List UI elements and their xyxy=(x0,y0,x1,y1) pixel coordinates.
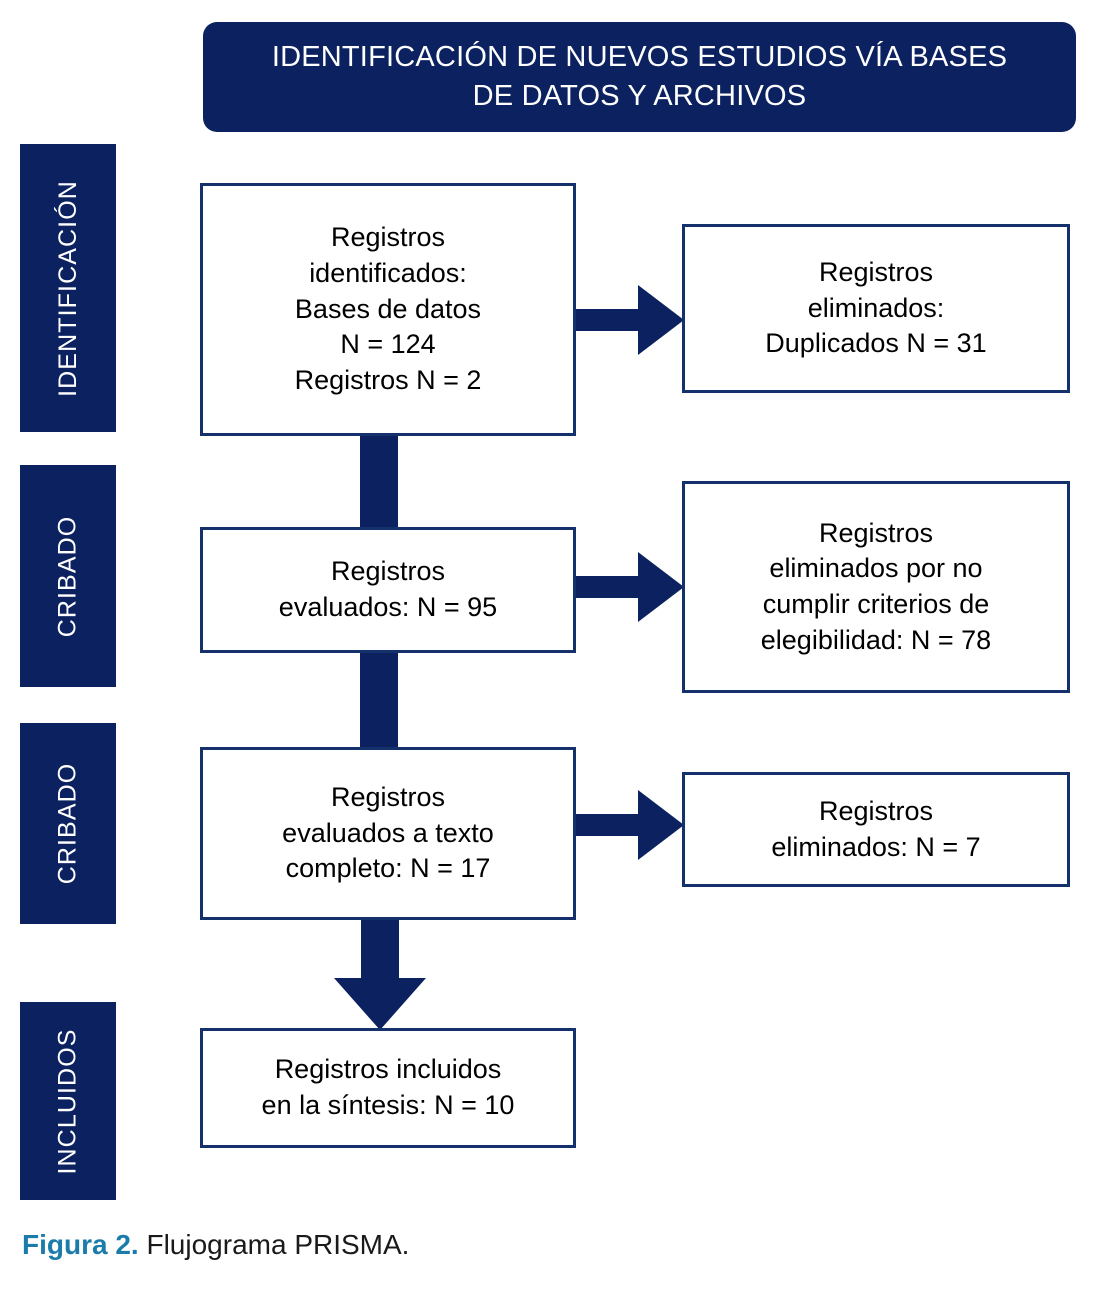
figure-caption-body: Flujograma PRISMA. xyxy=(138,1229,410,1260)
figure-caption-prefix: Figura 2. xyxy=(22,1229,139,1260)
figure-header-title: IDENTIFICACIÓN DE NUEVOS ESTUDIOS VÍA BA… xyxy=(271,41,1008,112)
box-records-screened: Registros evaluados: N = 95 xyxy=(200,527,576,653)
box-records-identified: Registros identificados: Bases de datos … xyxy=(200,183,576,436)
box-fulltext-excluded: Registros eliminados: N = 7 xyxy=(682,772,1070,887)
connector-screened-to-fulltext xyxy=(360,650,398,750)
stage-bar-incluidos: INCLUIDOS xyxy=(20,1002,116,1200)
box-records-screened-text: Registros evaluados: N = 95 xyxy=(278,556,498,622)
arrow-fulltext-to-included xyxy=(334,920,426,1030)
arrow-fulltext-to-excluded xyxy=(572,790,684,860)
box-fulltext-assessed-text: Registros evaluados a texto completo: N … xyxy=(282,782,494,884)
stage-label-identificacion: IDENTIFICACIÓN xyxy=(53,179,82,397)
box-excluded-criteria: Registros eliminados por no cumplir crit… xyxy=(682,481,1070,693)
box-records-included: Registros incluidos en la síntesis: N = … xyxy=(200,1028,576,1148)
arrow-screened-to-excluded xyxy=(572,552,684,622)
figure-caption: Figura 2. Flujograma PRISMA. xyxy=(22,1228,409,1262)
stage-label-cribado-2: CRIBADO xyxy=(53,762,82,885)
box-fulltext-assessed: Registros evaluados a texto completo: N … xyxy=(200,747,576,920)
figure-header-banner: IDENTIFICACIÓN DE NUEVOS ESTUDIOS VÍA BA… xyxy=(203,22,1076,132)
box-excluded-criteria-text: Registros eliminados por no cumplir crit… xyxy=(760,517,992,655)
connector-identified-to-screened xyxy=(360,433,398,529)
box-duplicates-removed-text: Registros eliminados: Duplicados N = 31 xyxy=(765,257,987,359)
arrow-identified-to-duplicates xyxy=(572,285,684,355)
box-fulltext-excluded-text: Registros eliminados: N = 7 xyxy=(771,795,981,862)
box-records-included-text: Registros incluidos en la síntesis: N = … xyxy=(261,1054,515,1120)
stage-bar-cribado-2: CRIBADO xyxy=(20,723,116,924)
stage-label-incluidos: INCLUIDOS xyxy=(53,1027,82,1175)
stage-bar-identificacion: IDENTIFICACIÓN xyxy=(20,144,116,432)
box-records-identified-text: Registros identificados: Bases de datos … xyxy=(294,222,482,395)
box-duplicates-removed: Registros eliminados: Duplicados N = 31 xyxy=(682,224,1070,393)
stage-label-cribado-1: CRIBADO xyxy=(53,515,82,637)
stage-bar-cribado-1: CRIBADO xyxy=(20,465,116,687)
